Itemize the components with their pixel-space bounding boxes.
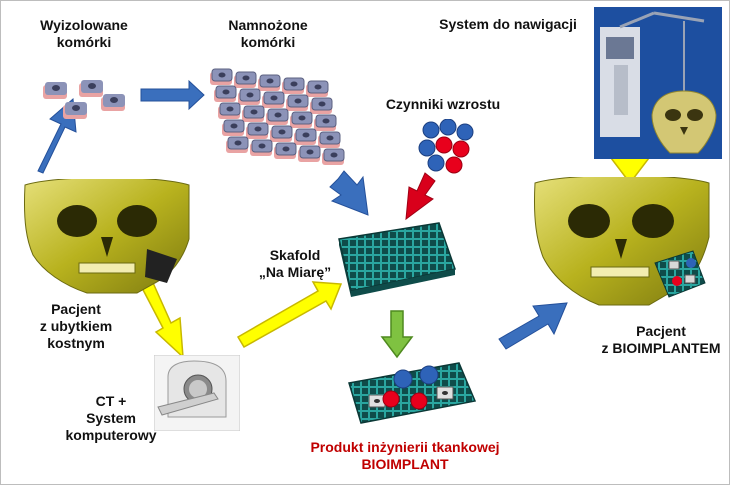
arrow-ct-to-scaffold — [236, 281, 343, 349]
growth-factor-molecule — [393, 369, 413, 389]
cell — [63, 102, 87, 119]
label-text: Wyizolowane — [40, 17, 128, 33]
growth-factor-molecule — [445, 156, 463, 174]
cell — [242, 105, 265, 122]
arrow-multiplied-to-scaffold — [329, 170, 369, 216]
cell — [79, 80, 103, 97]
label-text: z ubytkiem — [39, 318, 113, 334]
cell — [310, 97, 333, 114]
cell — [286, 94, 309, 111]
label-text: z BIOIMPLANTEM — [601, 340, 721, 356]
cell — [238, 88, 261, 105]
cell — [43, 82, 67, 99]
growth-factor-molecule — [382, 390, 400, 408]
cell — [101, 94, 125, 111]
label-ct-system: CT + System komputerowy — [63, 393, 159, 444]
cell — [314, 114, 337, 131]
navigation-system-image — [594, 7, 722, 159]
cell — [234, 71, 257, 88]
label-scaffold: Skafold „Na Miarę” — [245, 247, 345, 281]
implant-piece — [654, 250, 706, 298]
growth-factor-molecule — [456, 123, 474, 141]
label-text: Pacjent — [636, 323, 686, 339]
growth-factors-image — [418, 119, 474, 174]
label-text: komputerowy — [65, 427, 157, 443]
label-text: Skafold — [269, 247, 321, 263]
cell — [318, 131, 341, 148]
ct-scanner-image — [154, 355, 240, 431]
arrow-growth-to-scaffold — [405, 172, 436, 221]
cell — [322, 148, 345, 165]
cell — [266, 108, 289, 125]
cell — [282, 77, 305, 94]
cell — [246, 122, 269, 139]
cell — [290, 111, 313, 128]
label-multiplied-cells: Namnożone komórki — [213, 17, 323, 51]
cell — [270, 125, 293, 142]
scaffold-image — [338, 222, 456, 297]
arrow-scaffold-to-product — [380, 310, 414, 359]
cell — [262, 91, 285, 108]
growth-factor-molecule — [427, 154, 445, 172]
cell — [258, 74, 281, 91]
growth-factor-molecule — [422, 121, 440, 139]
label-patient-implant: Pacjent z BIOIMPLANTEM — [591, 323, 729, 357]
skull-defect-image — [24, 179, 190, 294]
label-text: Namnożone — [228, 17, 308, 33]
cell — [306, 80, 329, 97]
seeded-cell — [368, 394, 386, 408]
cell — [214, 85, 237, 102]
growth-factor-molecule — [418, 139, 436, 157]
cell — [294, 128, 317, 145]
isolated-cells-image — [43, 80, 125, 119]
label-text: CT + — [95, 393, 127, 409]
cell — [226, 136, 249, 153]
label-patient-defect: Pacjent z ubytkiem kostnym — [21, 301, 131, 352]
cell — [210, 68, 233, 85]
growth-factor-molecule — [410, 392, 428, 410]
arrow-isolated-to-multiplied — [140, 79, 205, 111]
label-text: komórki — [56, 34, 112, 50]
growth-factor-molecule — [435, 136, 453, 154]
seeded-cell — [436, 386, 454, 400]
growth-factor-molecule — [439, 119, 457, 136]
skull-implant-image — [534, 177, 710, 306]
label-text: Pacjent — [51, 301, 101, 317]
growth-factor-molecule — [452, 140, 470, 158]
bioimplant-product-image — [348, 362, 477, 424]
label-text: „Na Miarę” — [258, 264, 332, 280]
label-isolated-cells: Wyizolowane komórki — [29, 17, 139, 51]
label-text: komórki — [240, 34, 296, 50]
label-text: BIOIMPLANT — [361, 456, 449, 472]
cell — [218, 102, 241, 119]
cell — [298, 145, 321, 162]
arrow-product-to-patient — [498, 302, 568, 350]
label-text: kostnym — [47, 335, 105, 351]
multiplied-cells-image — [210, 68, 345, 165]
label-text: System — [86, 410, 136, 426]
label-text: Produkt inżynierii tkankowej — [310, 439, 500, 455]
growth-factor-molecule — [419, 365, 439, 385]
cell — [222, 119, 245, 136]
label-bioimplant-product: Produkt inżynierii tkankowej BIOIMPLANT — [265, 439, 545, 473]
label-growth-factors: Czynniki wzrostu — [385, 96, 501, 112]
cell — [274, 142, 297, 159]
cell — [250, 139, 273, 156]
label-navigation-system: System do nawigacji — [439, 16, 577, 32]
